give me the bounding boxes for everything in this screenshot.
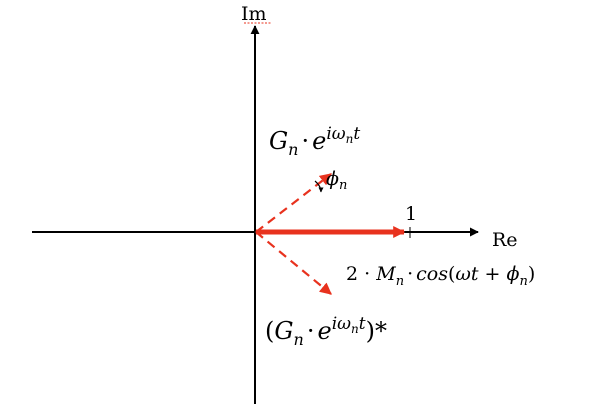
rotating-phasor-label: Gn·eiωnt: [269, 124, 360, 159]
phase-angle-label: ϕn: [326, 168, 347, 193]
phase-angle-arc: [314, 180, 324, 193]
real-axis-label: Re: [492, 229, 518, 251]
conjugate-phasor-label: (Gn·eiωnt)*: [265, 314, 387, 349]
conjugate-phasor-arrow: [255, 231, 332, 295]
imaginary-axis-label: Im: [241, 3, 267, 25]
sum-phasor-label: 2 · Mn·cos(ωt + ϕn): [346, 263, 535, 289]
rotating-phasor-arrow: [255, 173, 332, 233]
unit-tick-label: 1: [405, 203, 417, 225]
